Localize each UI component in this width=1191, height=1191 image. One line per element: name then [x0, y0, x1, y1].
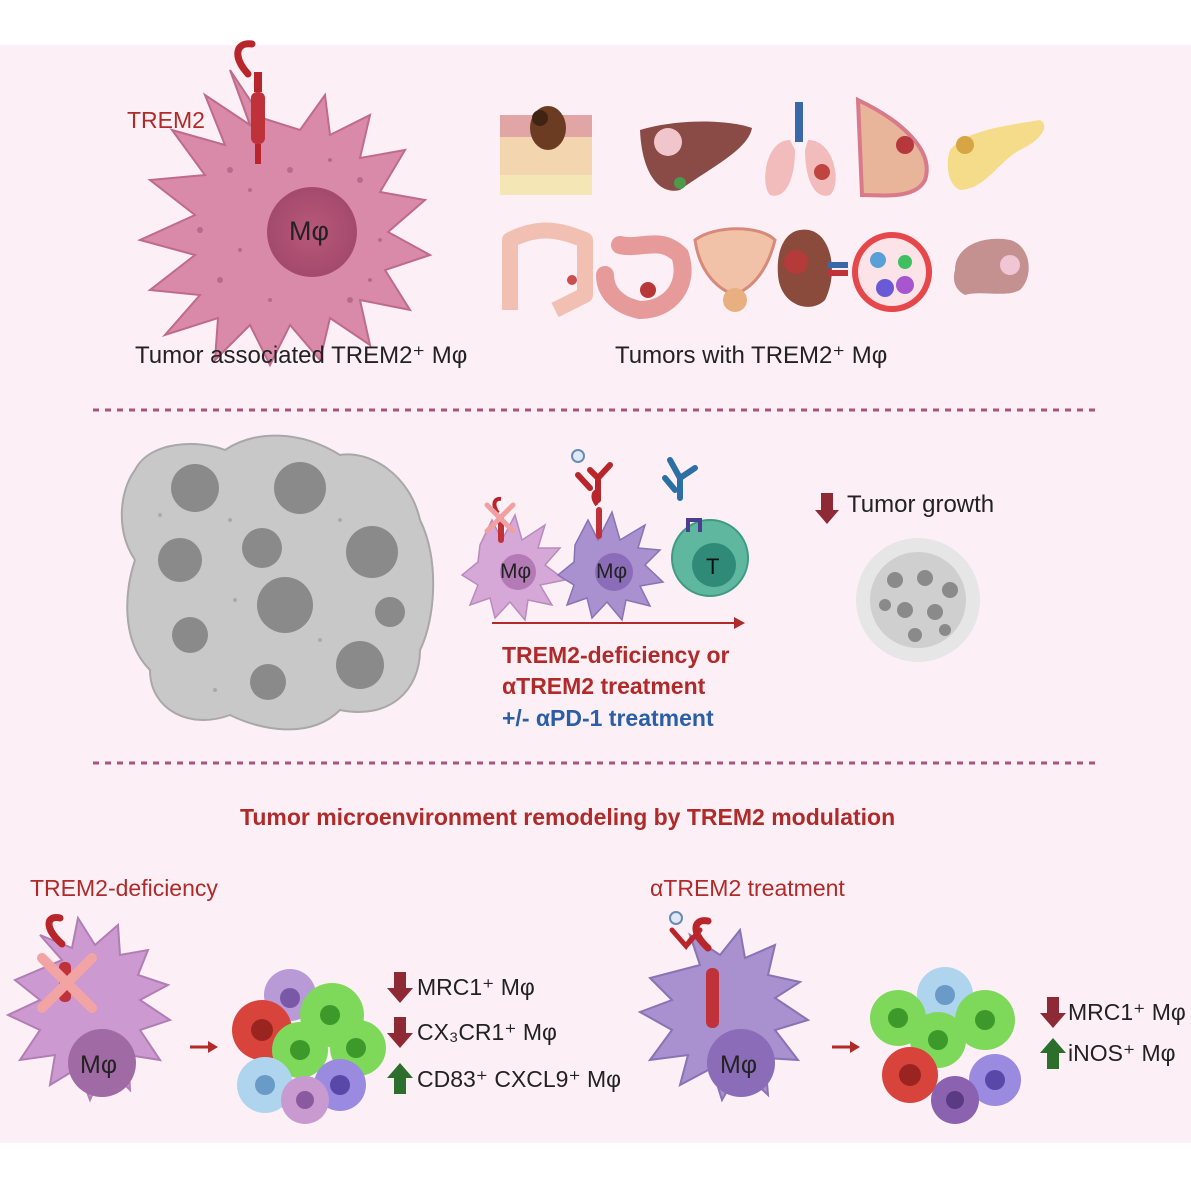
brain-tumor-icon: [953, 238, 1029, 295]
anti-trem2-antibody-icon: [571, 449, 613, 503]
anti-trem2-bound-macrophage-icon: [637, 911, 811, 1103]
anti-pd1-antibody-icon: [662, 457, 698, 501]
colon-tumor-icon: [502, 222, 593, 318]
right-title: αTREM2 treatment: [650, 875, 845, 901]
mphi-label-deficient: Mφ: [500, 560, 532, 583]
trem2-deficient-macrophage-icon: [460, 496, 567, 622]
right-item-1: MRC1⁺ Mφ: [1068, 999, 1186, 1025]
left-mphi-label: Mφ: [80, 1051, 118, 1079]
tumor-growth-down-arrow: [815, 493, 839, 524]
treatment-line-1: TREM2-deficiency or: [502, 642, 730, 668]
outcome-label: Tumor growth: [847, 491, 995, 518]
liver-tumor-icon: [640, 121, 752, 191]
right-microenvironment-cells-icon: [870, 967, 1021, 1124]
right-mphi-label: Mφ: [720, 1051, 758, 1079]
tcell-label: T: [706, 554, 720, 579]
left-microenvironment-cells-icon: [232, 969, 386, 1124]
bottom-title: Tumor microenvironment remodeling by TRE…: [240, 804, 896, 830]
stomach-tumor-icon: [596, 235, 692, 320]
mphi-label-trem2: Mφ: [596, 560, 628, 583]
caption-left: Tumor associated TREM2⁺ Mφ: [135, 342, 468, 369]
left-item-3-up-arrow: [387, 1063, 413, 1094]
tumor-mass-icon: [120, 434, 435, 731]
treatment-line-2: αTREM2 treatment: [502, 673, 706, 699]
right-item-2: iNOS⁺ Mφ: [1068, 1040, 1176, 1066]
pancreas-tumor-icon: [947, 120, 1045, 190]
trem2-macrophage-small-icon: [556, 488, 665, 622]
kidney-tumor-icon: [777, 229, 848, 307]
right-item-1-down-arrow: [1040, 997, 1066, 1028]
trem2-macrophage-icon: [137, 40, 433, 368]
trem2-label: TREM2: [127, 107, 205, 133]
blood-tumor-icon: [852, 232, 932, 312]
right-item-2-up-arrow: [1040, 1038, 1066, 1069]
left-item-1: MRC1⁺ Mφ: [417, 974, 535, 1000]
lung-tumor-icon: [765, 102, 836, 196]
left-item-1-down-arrow: [387, 972, 413, 1003]
caption-right: Tumors with TREM2⁺ Mφ: [615, 342, 888, 369]
left-item-2: CX₃CR1⁺ Mφ: [417, 1019, 557, 1045]
left-title: TREM2-deficiency: [30, 875, 218, 901]
macrophage-label: Mφ: [289, 216, 329, 246]
t-cell-icon: [671, 518, 749, 597]
left-item-3: CD83⁺ CXCL9⁺ Mφ: [417, 1066, 622, 1092]
small-tumor-icon: [856, 538, 980, 662]
left-item-2-down-arrow: [387, 1017, 413, 1048]
trem2-deficient-macrophage-large-icon: [5, 914, 173, 1103]
treatment-line-3: +/- αPD-1 treatment: [502, 705, 714, 731]
breast-tumor-icon: [855, 96, 929, 198]
bladder-tumor-icon: [693, 227, 777, 312]
skin-tumor-icon: [500, 106, 592, 195]
